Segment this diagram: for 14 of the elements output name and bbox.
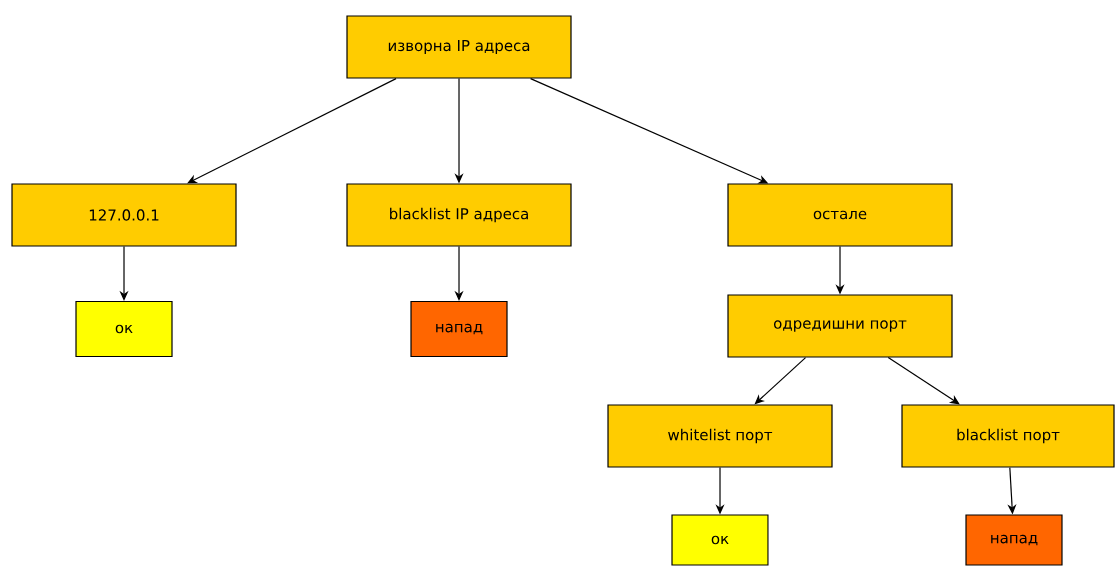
arrow — [187, 78, 397, 184]
decision-box: 127.0.0.1 — [11, 183, 237, 247]
result-box: ок — [671, 514, 769, 566]
arrow — [887, 357, 960, 405]
decision-box: одредишни порт — [727, 294, 953, 358]
decision-box: остале — [727, 183, 953, 247]
decision-box: blacklist порт — [901, 404, 1115, 468]
decision-box: изворна IP адреса — [346, 15, 572, 79]
result-box: ок — [75, 300, 173, 358]
arrow — [754, 357, 807, 405]
result-box: напад — [410, 300, 508, 358]
result-box: напад — [965, 514, 1063, 566]
decision-box: blacklist IP адреса — [346, 183, 572, 247]
decision-box: whitelist порт — [607, 404, 833, 468]
